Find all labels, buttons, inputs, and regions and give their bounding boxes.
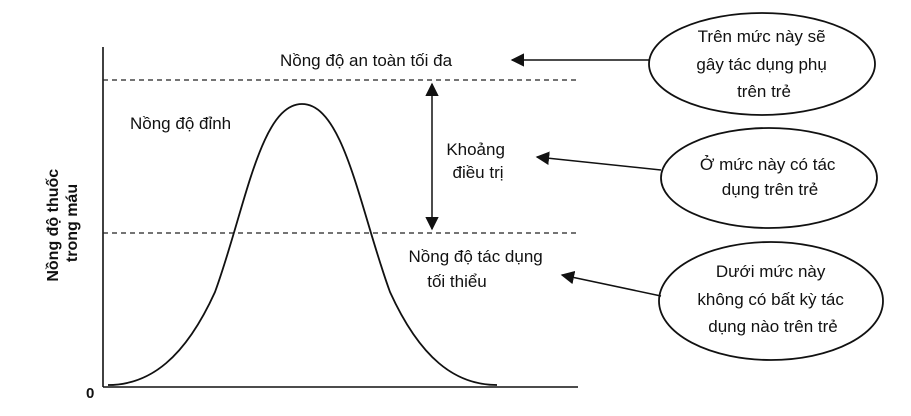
callout-text-middle: Ở mức này có tác dụng trên trẻ (700, 155, 840, 199)
therapeutic-range-label: Khoảng điều trị (446, 140, 509, 182)
callout-text-top: Trên mức này sẽ gây tác dụng phụ trên tr… (696, 27, 831, 101)
y-axis-title: Nồng độ thuốc trong máu (45, 164, 81, 281)
y-axis-title-line-1: Nồng độ thuốc (45, 169, 62, 282)
callout-middle-line-2: dụng trên trẻ (722, 180, 818, 199)
callout-ellipse-bottom (658, 241, 884, 361)
callout-top-line-1: Trên mức này sẽ (698, 27, 826, 46)
callout-ellipse-top (648, 12, 876, 116)
callout-bottom-line-2: không có bất kỳ tác (697, 290, 844, 309)
callout-text-bottom: Dưới mức này không có bất kỳ tác dụng nà… (697, 262, 848, 336)
min-effective-label: Nồng độ tác dụng tối thiểu (409, 247, 548, 291)
concentration-curve (107, 103, 498, 386)
callout-top-line-2: gây tác dụng phụ (696, 55, 826, 74)
min-effective-line-2: tối thiểu (427, 272, 487, 291)
callout-bottom-line-1: Dưới mức này (716, 262, 826, 281)
origin-label: 0 (86, 385, 94, 402)
therapeutic-range-line-1: Khoảng (446, 140, 505, 159)
callout-middle-line-1: Ở mức này có tác (700, 155, 836, 174)
arrow-to-therapeutic-range (535, 151, 662, 171)
max-safe-label: Nồng độ an toàn tối đa (280, 51, 453, 70)
min-effective-line-1: Nồng độ tác dụng (409, 247, 543, 266)
callout-ellipse-middle (660, 127, 878, 229)
callout-top-line-3: trên trẻ (737, 82, 791, 101)
peak-label: Nồng độ đỉnh (130, 114, 231, 133)
callout-bottom-line-3: dụng nào trên trẻ (708, 317, 837, 336)
y-axis-title-line-2: trong máu (64, 184, 81, 262)
therapeutic-range-line-2: điều trị (452, 163, 503, 182)
arrow-to-min-effective (560, 270, 662, 297)
